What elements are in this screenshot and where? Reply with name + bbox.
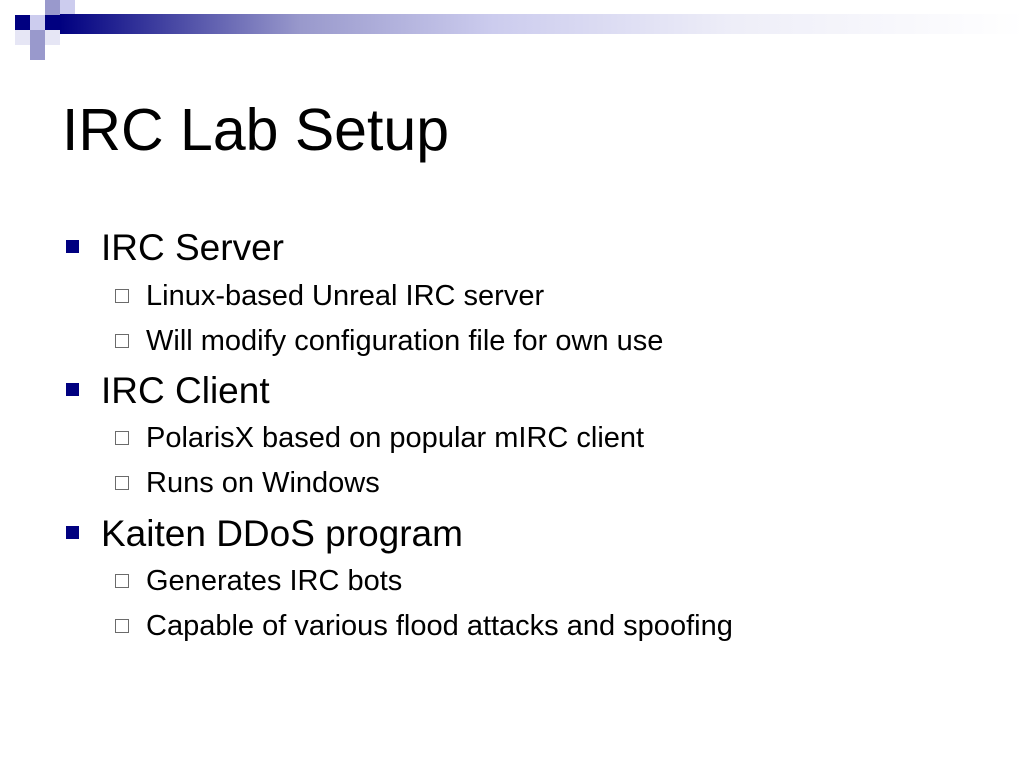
corner-decoration bbox=[0, 0, 1024, 70]
hollow-square-bullet-icon bbox=[115, 574, 129, 588]
hollow-square-bullet-icon bbox=[115, 289, 129, 303]
hollow-square-bullet-icon bbox=[115, 431, 129, 445]
bullet-text: IRC Server bbox=[101, 227, 284, 268]
decor-square bbox=[30, 45, 45, 60]
sub-bullet-text: PolarisX based on popular mIRC client bbox=[146, 422, 645, 454]
decor-square bbox=[45, 15, 60, 30]
sub-bullet-item: Will modify configuration file for own u… bbox=[115, 324, 995, 358]
sub-bullet-item: PolarisX based on popular mIRC client bbox=[115, 421, 995, 455]
sub-bullet-text: Linux-based Unreal IRC server bbox=[146, 280, 545, 312]
slide-title: IRC Lab Setup bbox=[62, 97, 450, 163]
decor-square bbox=[60, 0, 75, 15]
decor-square bbox=[15, 15, 30, 30]
decor-square bbox=[30, 15, 45, 30]
sub-bullet-item: Runs on Windows bbox=[115, 466, 995, 500]
sub-bullet-text: Capable of various flood attacks and spo… bbox=[146, 610, 733, 642]
filled-square-bullet-icon bbox=[66, 526, 79, 539]
decor-square bbox=[30, 30, 45, 45]
bullet-item: IRC Client bbox=[66, 371, 966, 411]
sub-bullet-text: Generates IRC bots bbox=[146, 565, 403, 597]
sub-bullet-item: Capable of various flood attacks and spo… bbox=[115, 609, 995, 643]
filled-square-bullet-icon bbox=[66, 383, 79, 396]
sub-bullet-text: Will modify configuration file for own u… bbox=[146, 325, 664, 357]
decor-square bbox=[15, 30, 30, 45]
sub-bullet-text: Runs on Windows bbox=[146, 467, 380, 499]
sub-bullet-item: Linux-based Unreal IRC server bbox=[115, 279, 995, 313]
bullet-text: Kaiten DDoS program bbox=[101, 513, 463, 554]
sub-bullet-item: Generates IRC bots bbox=[115, 564, 995, 598]
bullet-text: IRC Client bbox=[101, 370, 270, 411]
decor-square bbox=[45, 30, 60, 45]
hollow-square-bullet-icon bbox=[115, 476, 129, 490]
hollow-square-bullet-icon bbox=[115, 334, 129, 348]
top-gradient-bar bbox=[60, 14, 1024, 34]
bullet-item: IRC Server bbox=[66, 228, 966, 268]
hollow-square-bullet-icon bbox=[115, 619, 129, 633]
bullet-item: Kaiten DDoS program bbox=[66, 514, 966, 554]
filled-square-bullet-icon bbox=[66, 240, 79, 253]
decor-square bbox=[45, 0, 60, 15]
